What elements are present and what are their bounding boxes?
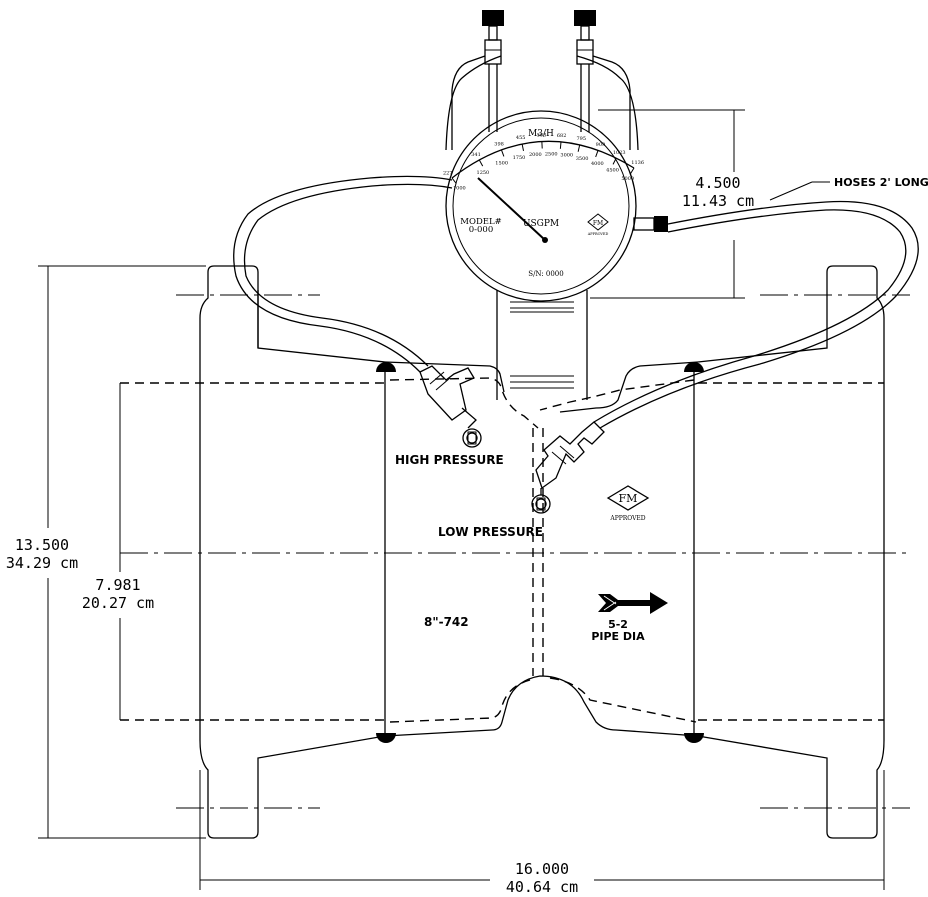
gauge-major-tick — [501, 149, 505, 157]
high-pressure-tap — [419, 365, 482, 448]
dim-overall-length-cm: 40.64 cm — [506, 878, 578, 896]
gauge-usgpm-tick-label: 5000 — [621, 176, 634, 182]
gauge-m3h-tick-label: 398 — [494, 141, 504, 147]
gauge-needle — [477, 177, 546, 241]
gauge-scale-ticks: 227 341 398 455 568 682 795 909 1023 1136 1000 1250… — [443, 132, 644, 191]
dim-overall-length-in: 16.000 — [515, 860, 569, 878]
gauge-m3h-tick-label: 568 — [537, 132, 547, 138]
gauge-mount — [496, 290, 588, 400]
gauge-major-tick — [451, 177, 457, 184]
gauge-usgpm-tick-label: 2000 — [529, 152, 542, 158]
flow-line2: PIPE DIA — [591, 630, 645, 643]
gauge-model-label: MODEL# — [460, 217, 501, 227]
gauge-major-tick — [577, 144, 581, 152]
fm-approved-logo: FM APPROVED — [606, 485, 650, 522]
model-code-label: 8"-742 — [424, 615, 469, 629]
svg-text:APPROVED: APPROVED — [587, 232, 609, 236]
flow-line1: 5-2 — [608, 618, 628, 631]
gauge-major-tick — [595, 150, 599, 158]
gauge-major-tick — [629, 167, 635, 175]
gauge-usgpm-tick-label: 1750 — [513, 155, 526, 161]
gauge-usgpm-tick-label: 4500 — [606, 168, 619, 174]
dp-gauge: 227 341 398 455 568 682 795 909 1023 1136 1000 1250… — [443, 110, 668, 302]
gauge-m3h-tick-label: 227 — [443, 170, 453, 176]
gauge-usgpm-tick-label: 4000 — [591, 161, 604, 167]
gauge-major-tick — [559, 141, 562, 149]
gauge-m3h-tick-label: 1136 — [631, 160, 644, 166]
pipe-body — [120, 265, 910, 839]
gauge-m3h-tick-label: 455 — [516, 135, 526, 141]
low-pressure-tap — [531, 421, 605, 514]
gauge-usgpm-tick-label: 2500 — [545, 151, 558, 157]
gauge-fm-logo: FM APPROVED — [587, 213, 609, 236]
gauge-usgpm-tick-label: 1500 — [495, 161, 508, 167]
vent-valves — [445, 10, 639, 151]
dim-gauge-height-cm: 11.43 cm — [682, 192, 754, 210]
gauge-usgpm-tick-label: 1250 — [477, 170, 490, 176]
svg-text:FM: FM — [619, 492, 638, 505]
gauge-m3h-tick-label: 682 — [557, 133, 567, 139]
dim-gauge-height — [590, 109, 745, 299]
flow-direction-arrow — [598, 592, 668, 614]
gauge-major-tick — [612, 157, 617, 165]
gauge-usgpm-tick-label: 3000 — [560, 153, 573, 159]
gauge-usgpm-tick-label: 1000 — [453, 185, 466, 191]
gauge-major-tick — [478, 159, 484, 167]
left-vent-valve — [445, 10, 504, 151]
gauge-unit-label: USGPM — [523, 219, 559, 229]
dim-overall-height-cm: 34.29 cm — [6, 554, 78, 572]
dim-inner-height-cm: 20.27 cm — [82, 594, 154, 612]
gauge-major-tick — [521, 143, 524, 151]
dim-overall-height-in: 13.500 — [15, 536, 69, 554]
gauge-model-value: 0-000 — [469, 225, 494, 235]
gauge-scale-title: M3/H — [528, 129, 554, 139]
gauge-m3h-tick-label: 341 — [471, 152, 481, 158]
high-pressure-label: HIGH PRESSURE — [395, 453, 504, 467]
hoses-leader — [769, 181, 813, 201]
low-pressure-label: LOW PRESSURE — [438, 525, 543, 539]
svg-text:APPROVED: APPROVED — [609, 515, 645, 522]
svg-text:FM: FM — [593, 220, 603, 227]
gauge-m3h-tick-label: 795 — [577, 136, 587, 142]
hoses — [233, 175, 919, 429]
gauge-needle-hub — [542, 237, 548, 243]
dim-gauge-height-in: 4.500 — [695, 174, 740, 192]
dim-overall-height — [38, 265, 206, 839]
gauge-serial: S/N: 0000 — [528, 270, 563, 278]
gauge-m3h-tick-label: 1023 — [613, 150, 626, 156]
dim-overall-length — [199, 770, 885, 890]
gauge-usgpm-tick-label: 3500 — [576, 156, 589, 162]
right-vent-valve — [574, 10, 639, 151]
hoses-note: HOSES 2' LONG — [834, 176, 928, 189]
dim-inner-height-in: 7.981 — [95, 576, 140, 594]
gauge-m3h-tick-label: 909 — [596, 142, 606, 148]
